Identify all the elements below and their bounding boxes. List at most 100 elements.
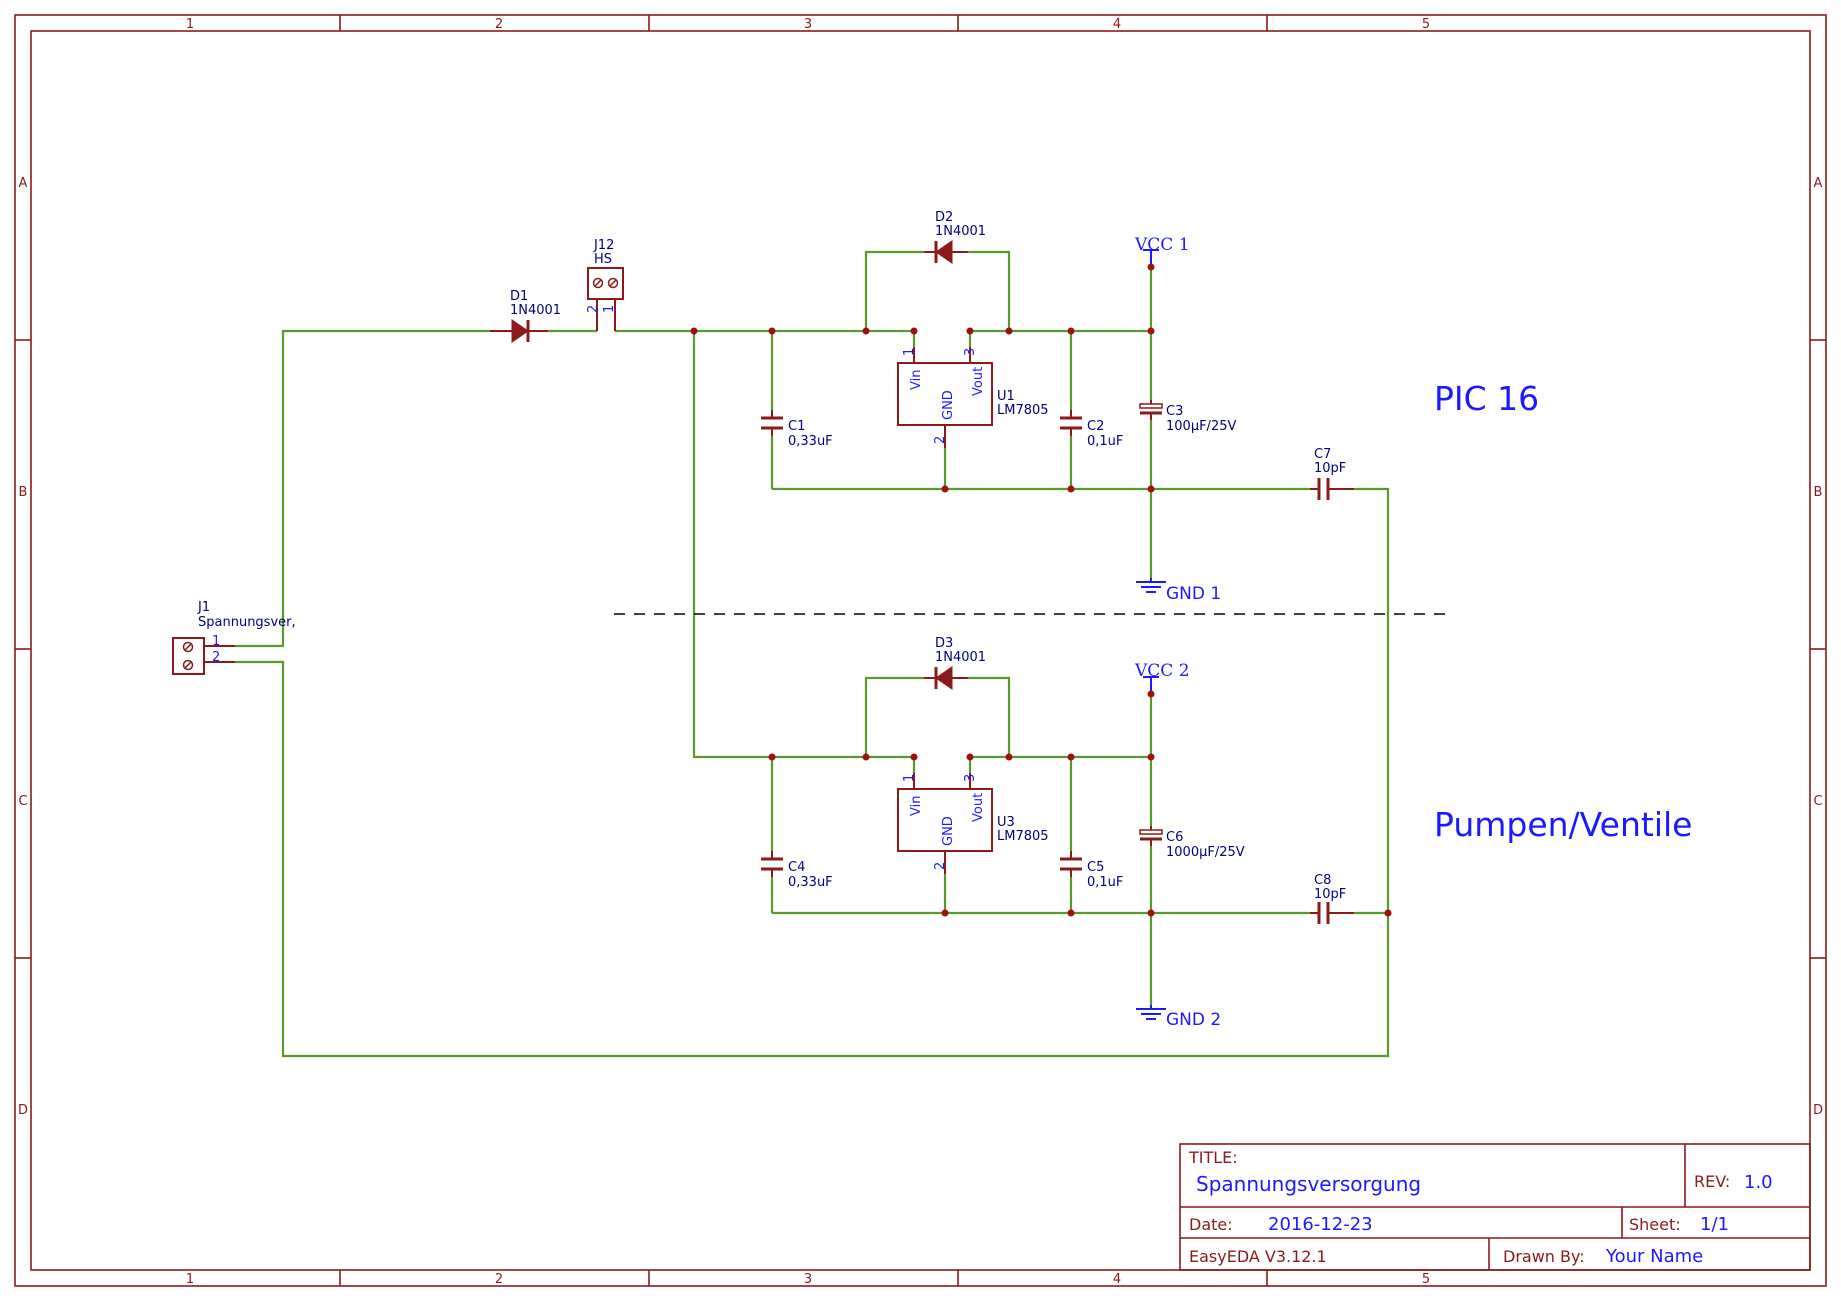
wires xyxy=(235,250,1390,1058)
capacitor-c8[interactable]: C8 10pF xyxy=(1310,873,1354,924)
j1-ref: J1 xyxy=(197,600,210,615)
capacitor-c5[interactable]: C5 0,1uF xyxy=(1060,851,1123,890)
capacitor-c6[interactable]: C6 1000µF/25V xyxy=(1139,826,1245,860)
u1-pin1: 1 xyxy=(902,348,917,356)
vcc2-label: VCC 2 xyxy=(1134,661,1190,681)
d2-ref: D2 xyxy=(935,210,953,225)
d3-ref: D3 xyxy=(935,636,953,651)
zone-col-1-bottom: 1 xyxy=(186,1272,194,1287)
capacitor-c2[interactable]: C2 0,1uF xyxy=(1060,410,1123,449)
diode-d1[interactable]: D1 1N4001 xyxy=(490,289,561,343)
u3-vout: Vout xyxy=(971,793,986,822)
c3-ref: C3 xyxy=(1166,404,1183,419)
capacitor-c1[interactable]: C1 0,33uF xyxy=(761,410,833,449)
zone-row-a-right: A xyxy=(1814,176,1823,191)
u1-value: LM7805 xyxy=(997,403,1049,418)
c1-ref: C1 xyxy=(788,419,805,434)
regulator-u1[interactable]: 1 3 2 Vin Vout GND U1 LM7805 xyxy=(897,347,1049,448)
zone-col-5-bottom: 5 xyxy=(1422,1272,1430,1287)
capacitor-c4[interactable]: C4 0,33uF xyxy=(761,851,833,890)
date-label: Date: xyxy=(1189,1215,1233,1234)
zone-col-4-top: 4 xyxy=(1113,17,1121,32)
u1-vin: Vin xyxy=(909,370,924,390)
u1-ref: U1 xyxy=(997,389,1015,404)
section-title-pumpen: Pumpen/Ventile xyxy=(1434,805,1692,844)
u3-vin: Vin xyxy=(909,796,924,816)
zone-row-d-right: D xyxy=(1813,1103,1823,1118)
zone-row-c-left: C xyxy=(18,794,27,809)
c3-value: 100µF/25V xyxy=(1166,419,1236,434)
ground-gnd1: GND 1 xyxy=(1136,578,1221,604)
c4-ref: C4 xyxy=(788,860,805,875)
c1-value: 0,33uF xyxy=(788,434,833,449)
capacitor-c3[interactable]: C3 100µF/25V xyxy=(1139,400,1236,434)
capacitor-c7[interactable]: C7 10pF xyxy=(1310,447,1354,500)
zone-col-2-bottom: 2 xyxy=(495,1272,503,1287)
c7-ref: C7 xyxy=(1314,447,1331,462)
c2-ref: C2 xyxy=(1087,419,1104,434)
diode-d2[interactable]: D2 1N4001 xyxy=(924,210,986,264)
title-value: Spannungsversorgung xyxy=(1196,1172,1421,1196)
zone-col-4-bottom: 4 xyxy=(1113,1272,1121,1287)
section-title-pic16: PIC 16 xyxy=(1434,379,1539,418)
zone-col-5-top: 5 xyxy=(1422,17,1430,32)
u1-gnd: GND xyxy=(941,390,956,420)
u1-vout: Vout xyxy=(971,367,986,396)
zone-col-1-top: 1 xyxy=(186,17,194,32)
u1-pin2: 2 xyxy=(933,436,948,444)
d3-value: 1N4001 xyxy=(935,650,986,665)
j12-value: HS xyxy=(594,252,612,267)
rev-value: 1.0 xyxy=(1744,1172,1773,1193)
sheet-frame xyxy=(14,14,1827,1287)
vcc1-label: VCC 1 xyxy=(1134,235,1190,255)
j12-pin2-label: 2 xyxy=(586,305,601,313)
j12-ref: J12 xyxy=(593,238,614,253)
zone-row-b-left: B xyxy=(19,485,28,500)
d2-value: 1N4001 xyxy=(935,224,986,239)
zone-row-b-right: B xyxy=(1814,485,1823,500)
u3-value: LM7805 xyxy=(997,829,1049,844)
sheet-value: 1/1 xyxy=(1700,1214,1729,1235)
u3-ref: U3 xyxy=(997,815,1015,830)
c5-ref: C5 xyxy=(1087,860,1104,875)
c8-ref: C8 xyxy=(1314,873,1331,888)
title-block: TITLE: Spannungsversorgung REV: 1.0 Date… xyxy=(1179,1143,1811,1271)
zone-col-3-top: 3 xyxy=(804,17,812,32)
rev-label: REV: xyxy=(1694,1172,1730,1191)
c6-ref: C6 xyxy=(1166,830,1183,845)
j1-pin1-label: 1 xyxy=(212,634,220,649)
sheet-label: Sheet: xyxy=(1629,1215,1681,1234)
junctions xyxy=(690,263,1392,917)
power-flag-vcc1: VCC 1 xyxy=(1134,235,1190,267)
j1-value: Spannungsver, xyxy=(198,615,296,630)
u3-pin3: 3 xyxy=(963,774,978,782)
u1-pin3: 3 xyxy=(963,348,978,356)
u3-pin2: 2 xyxy=(933,862,948,870)
tool-label: EasyEDA V3.12.1 xyxy=(1189,1247,1327,1266)
j12-pin1-label: 1 xyxy=(602,305,617,313)
c2-value: 0,1uF xyxy=(1087,434,1123,449)
zone-row-c-right: C xyxy=(1813,794,1822,809)
c6-value: 1000µF/25V xyxy=(1166,845,1245,860)
ground-gnd2: GND 2 xyxy=(1136,1005,1221,1030)
power-flag-vcc2: VCC 2 xyxy=(1134,661,1190,694)
gnd2-label: GND 2 xyxy=(1166,1010,1221,1030)
j1-pin2-label: 2 xyxy=(212,650,220,665)
zone-col-3-bottom: 3 xyxy=(804,1272,812,1287)
u3-pin1: 1 xyxy=(902,774,917,782)
drawn-by-label: Drawn By: xyxy=(1503,1247,1585,1266)
title-label: TITLE: xyxy=(1188,1148,1238,1167)
zone-col-2-top: 2 xyxy=(495,17,503,32)
c8-value: 10pF xyxy=(1314,887,1346,902)
regulator-u3[interactable]: 1 3 2 Vin Vout GND U3 LM7805 xyxy=(897,773,1049,874)
zone-row-d-left: D xyxy=(18,1103,28,1118)
d1-value: 1N4001 xyxy=(510,303,561,318)
connector-j1[interactable]: 1 2 J1 Spannungsver, xyxy=(172,600,296,675)
connector-j12[interactable]: 2 1 J12 HS xyxy=(586,238,624,331)
zone-labels: 1 2 3 4 5 1 2 3 4 5 A B C D A B C D xyxy=(18,17,1823,1287)
diode-d3[interactable]: D3 1N4001 xyxy=(924,636,986,690)
zone-row-a-left: A xyxy=(19,176,28,191)
d1-ref: D1 xyxy=(510,289,528,304)
c4-value: 0,33uF xyxy=(788,875,833,890)
